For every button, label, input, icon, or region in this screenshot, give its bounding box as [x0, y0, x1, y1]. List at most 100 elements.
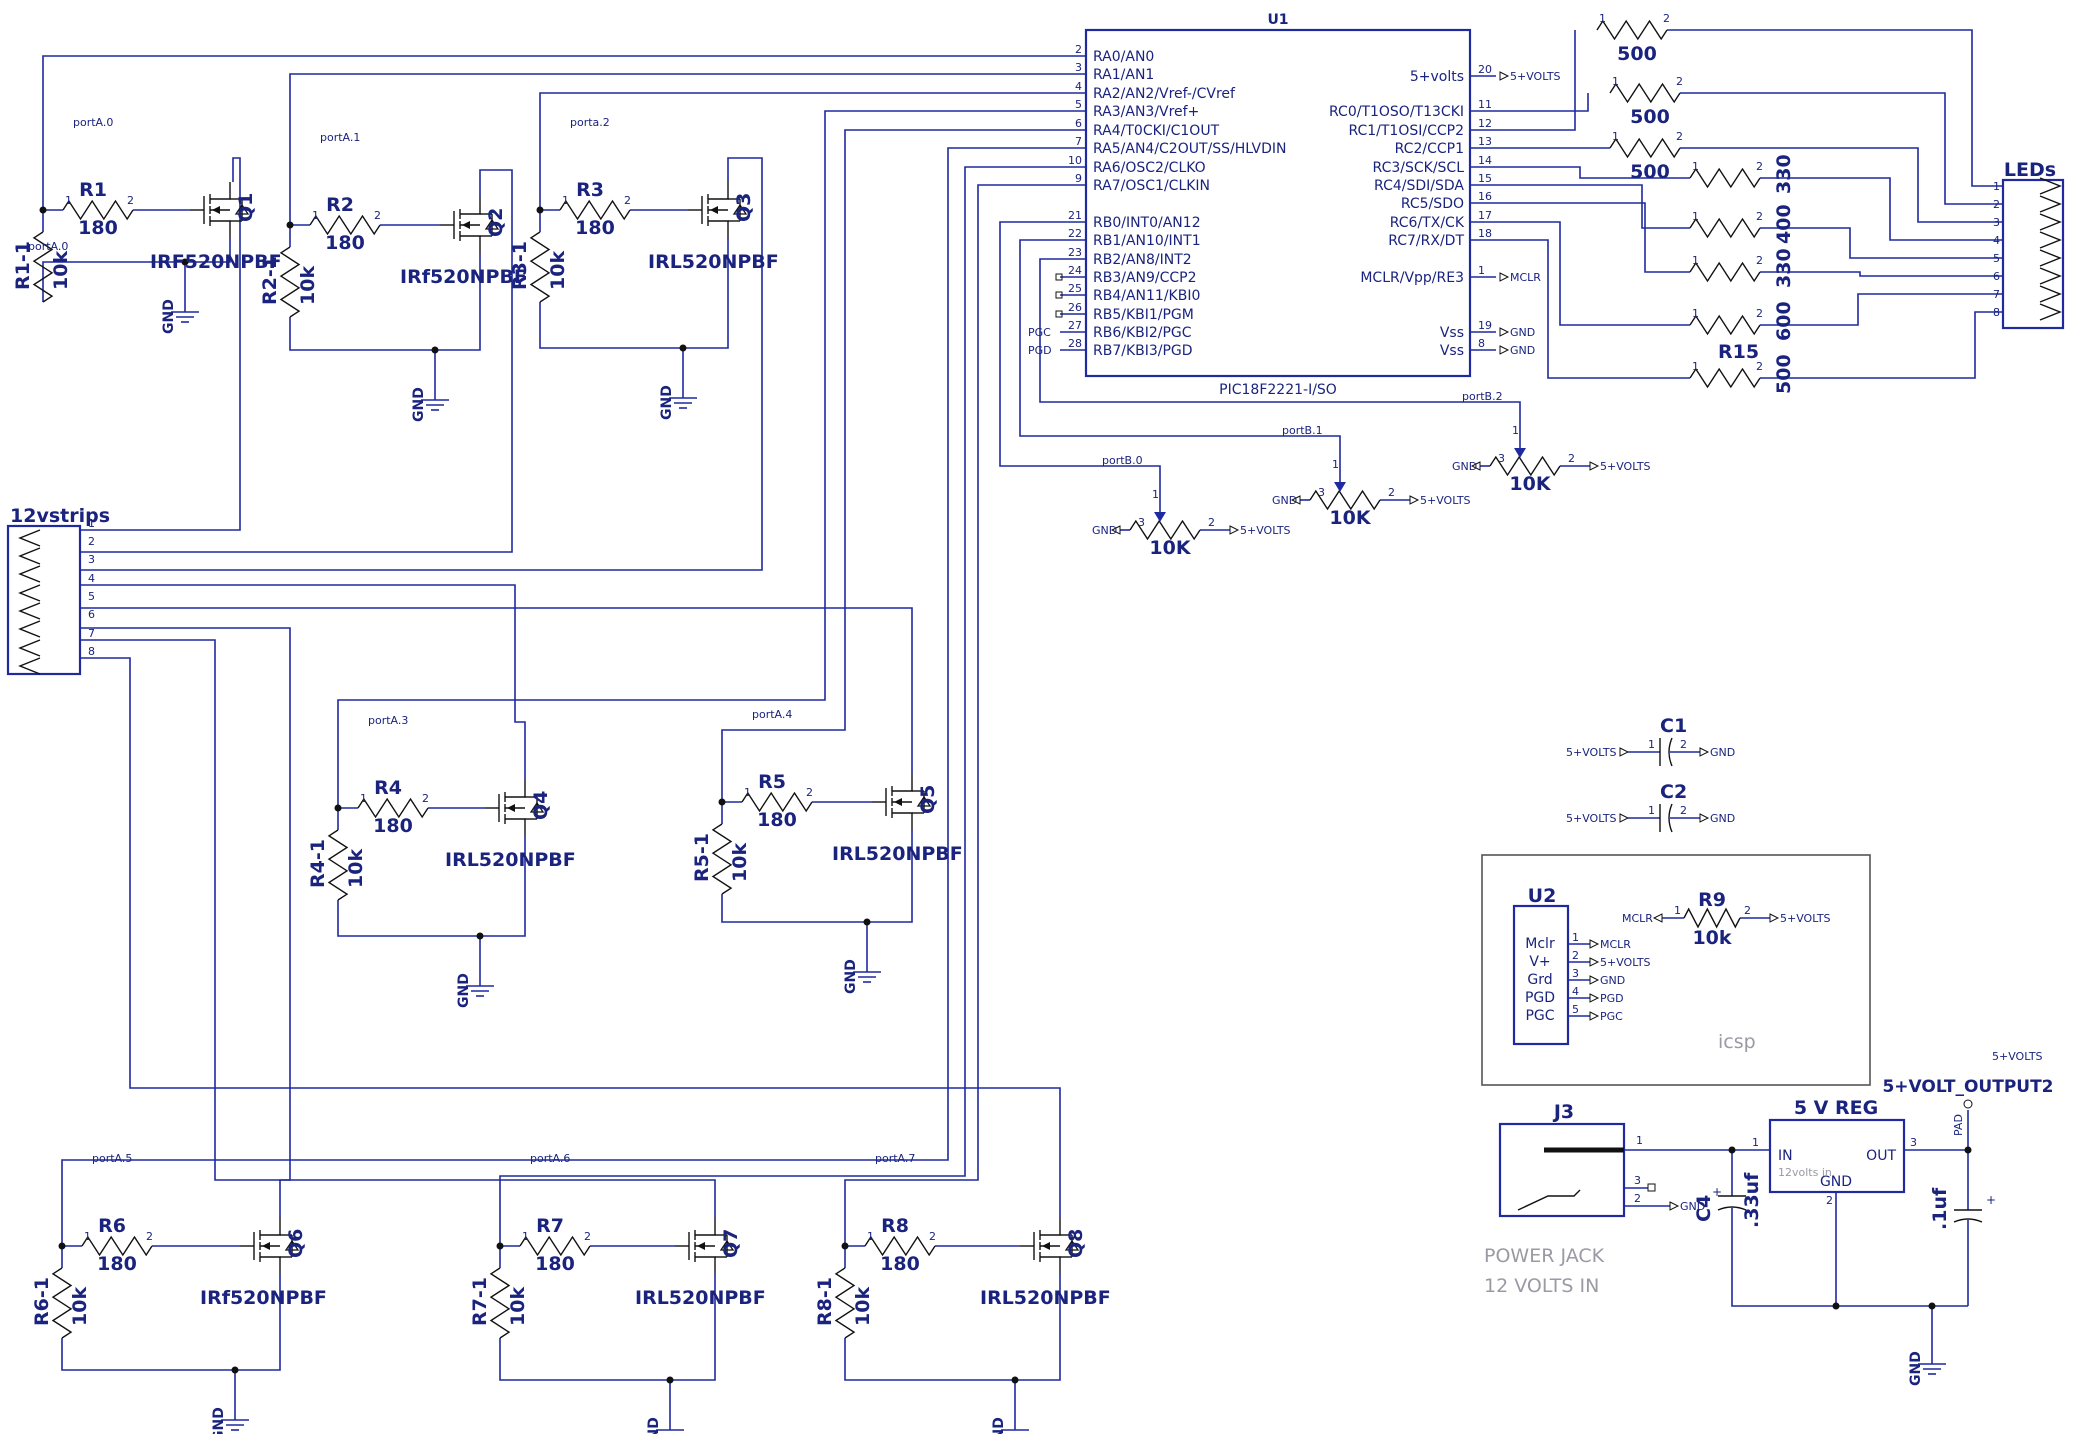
cap-net-label: GND: [1710, 746, 1735, 759]
mosfet-part: IRL520NPBF: [832, 843, 963, 865]
junction-dot: [679, 344, 687, 352]
led-resistor: [1689, 367, 1761, 389]
pin-num: 1: [1512, 424, 1519, 437]
ground-label: GND: [211, 1407, 227, 1434]
junction-dot: [536, 206, 544, 214]
u1-pin-name: RC4/SDI/SDA: [1374, 178, 1464, 194]
u1-pin-num: 10: [1068, 154, 1082, 167]
net-label: 5+VOLTS: [1510, 70, 1561, 83]
led-pin-num: 4: [1993, 234, 2000, 247]
pot-wiper-net: [1019, 239, 1341, 482]
pin-num: 2: [1756, 360, 1763, 373]
led-pin-num: 2: [1993, 198, 2000, 211]
net-arrow: [1290, 495, 1301, 505]
u1-pin-num: 14: [1478, 154, 1492, 167]
u1-pin-num: 19: [1478, 319, 1492, 332]
pad-label: PAD: [1952, 1114, 1965, 1136]
pin-num: 3: [1498, 452, 1505, 465]
ground-label: GND: [411, 387, 427, 422]
net-arrow: [1110, 525, 1121, 535]
pin-num: 1: [1152, 488, 1159, 501]
pulldown-ref: R7-1: [469, 1277, 491, 1326]
mosfet-part: [460, 197, 481, 215]
pin-num: 1: [1692, 254, 1699, 267]
mosfet-ref: Q1: [235, 193, 257, 222]
drain-net: [80, 584, 526, 780]
port-label: portA.1: [320, 131, 360, 144]
mosfet-q8: [1020, 1218, 1080, 1274]
pot-resistor: [1309, 489, 1381, 511]
source-wire: [721, 830, 913, 923]
junction-dot: [718, 798, 726, 806]
u1-pin-name: RB7/KBI3/PGD: [1093, 343, 1193, 359]
ground-label: GND: [991, 1417, 1007, 1434]
u1-pin-name: RB2/AN8/INT2: [1093, 252, 1192, 268]
pot-gnd-label: GND: [1272, 494, 1297, 507]
pot-vcc-label: 5+VOLTS: [1420, 494, 1471, 507]
pin-num: 2: [1634, 1192, 1641, 1205]
icsp-title: icsp: [1718, 1031, 1756, 1053]
pin-num: 1: [1612, 130, 1619, 143]
led-pin-num: 7: [1993, 288, 2000, 301]
strip-contact: [18, 529, 41, 547]
source-wire: [337, 836, 526, 937]
power-jack-label: 12 VOLTS IN: [1484, 1275, 1599, 1297]
pin-num: 2: [1663, 12, 1670, 25]
u1-pin-num: 24: [1068, 264, 1082, 277]
led-net: [1496, 30, 1576, 131]
gate-resistor-value: 180: [373, 815, 413, 837]
mosfet-part: IRL520NPBF: [648, 251, 779, 273]
led-contact: [2039, 177, 2062, 195]
net-arrow: [1699, 747, 1710, 757]
cap-ref: C1: [1660, 715, 1687, 737]
pulldown-ref: R1-1: [12, 241, 34, 290]
strip-pin-num: 2: [88, 535, 95, 548]
pin-num: 3: [1572, 967, 1579, 980]
u1-pin-name: RA0/AN0: [1093, 49, 1154, 65]
pot-value: 10K: [1509, 473, 1551, 495]
net-label: MCLR: [1510, 271, 1541, 284]
net-arrow: [1589, 461, 1600, 471]
junction-dot: [1832, 1302, 1840, 1310]
unconnected-pad: [1055, 273, 1063, 281]
mosfet-ref: Q6: [285, 1229, 307, 1258]
u1-pin-num: 7: [1075, 135, 1082, 148]
u1-pin-num: 3: [1075, 61, 1082, 74]
port-label: portA.0: [28, 240, 68, 253]
pin-num: 1: [65, 194, 72, 207]
ground-label: GND: [456, 973, 472, 1008]
pin-num: 2: [1756, 160, 1763, 173]
u1-pin-name: Vss: [1440, 325, 1464, 341]
mosfet-part: [892, 774, 913, 792]
output-pad: [1963, 1099, 1973, 1109]
pulldown-value: 10k: [50, 251, 72, 290]
pot-resistor: [1129, 519, 1201, 541]
led-net: [1760, 271, 2003, 277]
mosfet-part: [507, 804, 515, 812]
port-label: porta.2: [570, 116, 610, 129]
source-wire: [539, 238, 729, 349]
gate-resistor-value: 180: [757, 809, 797, 831]
pot-gnd-label: GND: [1092, 524, 1117, 537]
pin-num: 1: [1612, 75, 1619, 88]
u1-pin-num: 11: [1478, 98, 1492, 111]
led-resistor-value: 500: [1630, 106, 1670, 128]
mosfet-part: [695, 1218, 716, 1236]
pin-num: 2: [422, 792, 429, 805]
gate-net: [844, 184, 1060, 1246]
pot-port-label: portB.1: [1282, 424, 1323, 437]
u1-pin-num: 4: [1075, 80, 1082, 93]
c4-ref: C4: [1693, 1195, 1715, 1222]
u1-pin-num: 12: [1478, 117, 1492, 130]
junction-dot: [666, 1376, 674, 1384]
u1-pin-name: RA1/AN1: [1093, 67, 1154, 83]
pot-wiper: [1334, 482, 1346, 492]
u1-pin-name: RB5/KBI1/PGM: [1093, 307, 1194, 323]
pin-num: 2: [127, 194, 134, 207]
pin-num: 2: [1388, 486, 1395, 499]
strip-contact: [18, 565, 41, 583]
strip-pin-num: 3: [88, 553, 95, 566]
port-label: portA.5: [92, 1152, 132, 1165]
pin-num: 1: [744, 786, 751, 799]
u1-pin-name: RC3/SCK/SCL: [1373, 160, 1465, 176]
